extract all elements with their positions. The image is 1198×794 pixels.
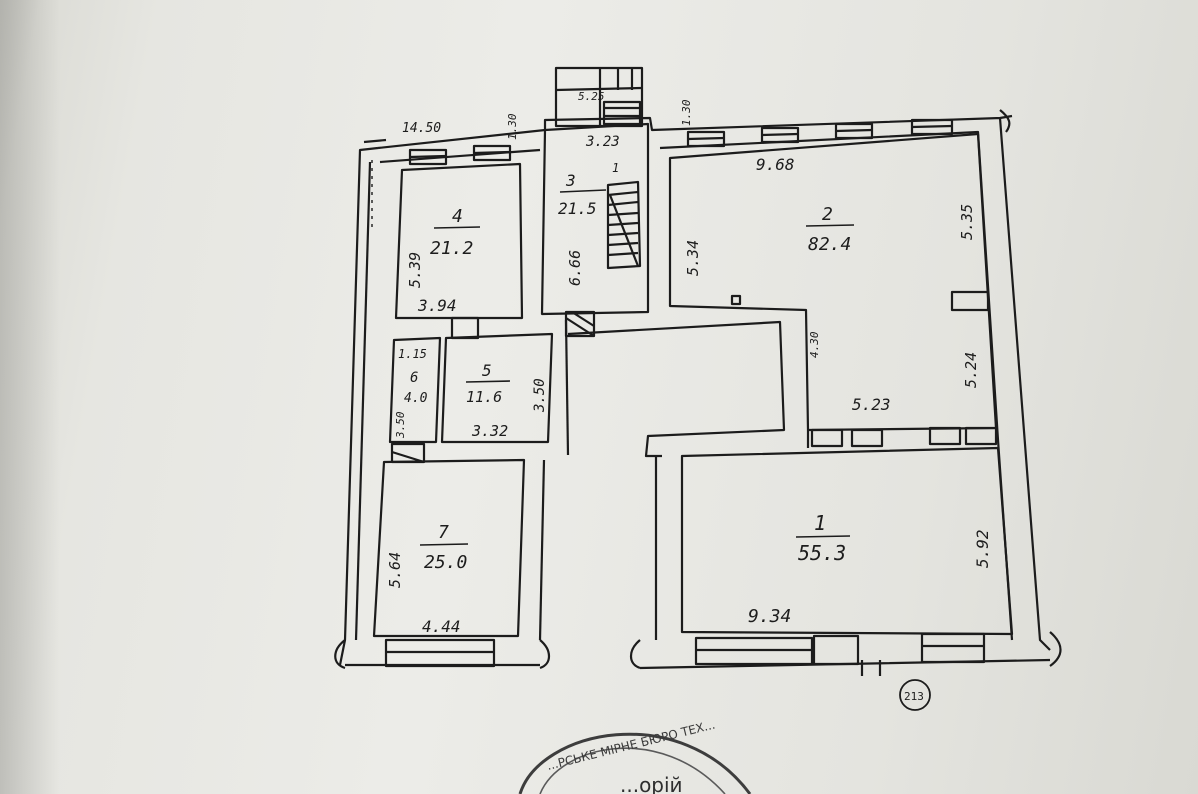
room-6-number: 6 bbox=[410, 370, 418, 386]
paper-edge-shadow bbox=[0, 0, 60, 794]
windows-middle bbox=[810, 426, 998, 448]
room-5-number: 5 bbox=[482, 361, 492, 380]
room-2-dim-bottom: 5.23 bbox=[852, 395, 891, 414]
room-4-dim-width: 3.94 bbox=[417, 296, 457, 315]
outer-wall-left bbox=[338, 146, 379, 666]
room-2-dim-right: 5.35 bbox=[958, 204, 976, 240]
room-1-area: 55.3 bbox=[798, 541, 846, 565]
room-6-dim-height: 3.50 bbox=[394, 411, 407, 439]
room-5-dim-width: 3.32 bbox=[471, 422, 508, 440]
room-5-dim-height: 3.50 bbox=[532, 378, 548, 413]
dim-stair-landing: 5.25 bbox=[578, 90, 605, 103]
room-5-area: 11.6 bbox=[466, 388, 502, 406]
outer-wall bbox=[377, 114, 1051, 651]
dim-stair-top: 1.30 bbox=[506, 113, 519, 140]
dim-overall-width: 14.50 bbox=[402, 121, 441, 136]
page-number: 213 bbox=[904, 690, 924, 703]
room-2-dim-right-lower: 5.24 bbox=[962, 352, 980, 388]
room-2-number: 2 bbox=[822, 204, 833, 225]
room-7-number: 7 bbox=[438, 522, 449, 543]
room-2-dim-inner: 4.30 bbox=[808, 331, 821, 358]
dim-stair-right: 1.30 bbox=[680, 99, 693, 126]
room-4-area: 21.2 bbox=[430, 238, 473, 259]
room-7-dim-height: 5.64 bbox=[386, 552, 404, 588]
windows-bottom bbox=[384, 632, 986, 668]
room-7-dim-width: 4.44 bbox=[422, 617, 461, 636]
room-4-dim-height: 5.39 bbox=[406, 252, 424, 288]
room-3-dim-width: 3.23 bbox=[585, 134, 620, 150]
room-3-walls bbox=[540, 122, 650, 316]
room-6-area: 4.0 bbox=[404, 391, 428, 406]
room-6-dim-width: 1.15 bbox=[398, 347, 427, 361]
room-6-walls bbox=[388, 336, 442, 444]
room-3-area: 21.5 bbox=[558, 199, 597, 218]
room-3-flight: 1 bbox=[612, 161, 619, 175]
room-3-number: 3 bbox=[565, 171, 576, 190]
room-4-number: 4 bbox=[452, 206, 463, 227]
room-1-dim-width: 9.34 bbox=[748, 606, 791, 627]
room-1-number: 1 bbox=[814, 511, 826, 535]
room-1-dim-height: 5.92 bbox=[973, 529, 992, 568]
room-2-area: 82.4 bbox=[808, 234, 851, 255]
room-7-area: 25.0 bbox=[424, 552, 467, 573]
stamp-bottom-text: ...орій bbox=[620, 773, 683, 794]
room-2-walls bbox=[668, 132, 998, 432]
stamp: ...РСЬКЕ МІРНЕ БЮРО ТЕХ... ...орій bbox=[518, 717, 752, 794]
room-5-walls bbox=[440, 332, 554, 444]
room-4-walls bbox=[394, 162, 524, 320]
windows-top bbox=[408, 118, 954, 166]
room-2-dim-left: 5.34 bbox=[684, 240, 702, 276]
room-7-walls bbox=[372, 458, 526, 638]
room-2-dim-top: 9.68 bbox=[756, 155, 795, 174]
room-1-walls bbox=[680, 446, 1014, 636]
room-3-dim-height: 6.66 bbox=[566, 250, 584, 286]
